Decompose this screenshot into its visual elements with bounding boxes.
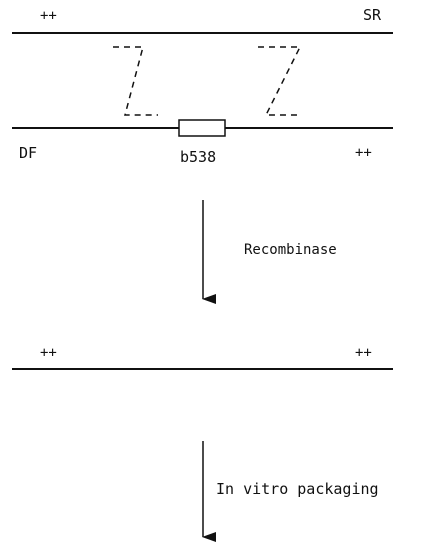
label-top-left: ++ <box>40 8 57 24</box>
label-result-right: ++ <box>355 345 372 361</box>
label-bottom-right: ++ <box>355 145 372 161</box>
label-b538: b538 <box>180 148 216 166</box>
right-crossover-dashed <box>258 46 302 116</box>
label-result-left: ++ <box>40 345 57 361</box>
left-crossover-dashed <box>113 46 158 116</box>
label-df: DF <box>19 144 37 162</box>
b538-insert-box <box>178 119 226 137</box>
step-in-vitro-packaging: In vitro packaging <box>216 480 379 498</box>
step-recombinase: Recombinase <box>244 242 337 258</box>
label-sr: SR <box>363 6 382 24</box>
